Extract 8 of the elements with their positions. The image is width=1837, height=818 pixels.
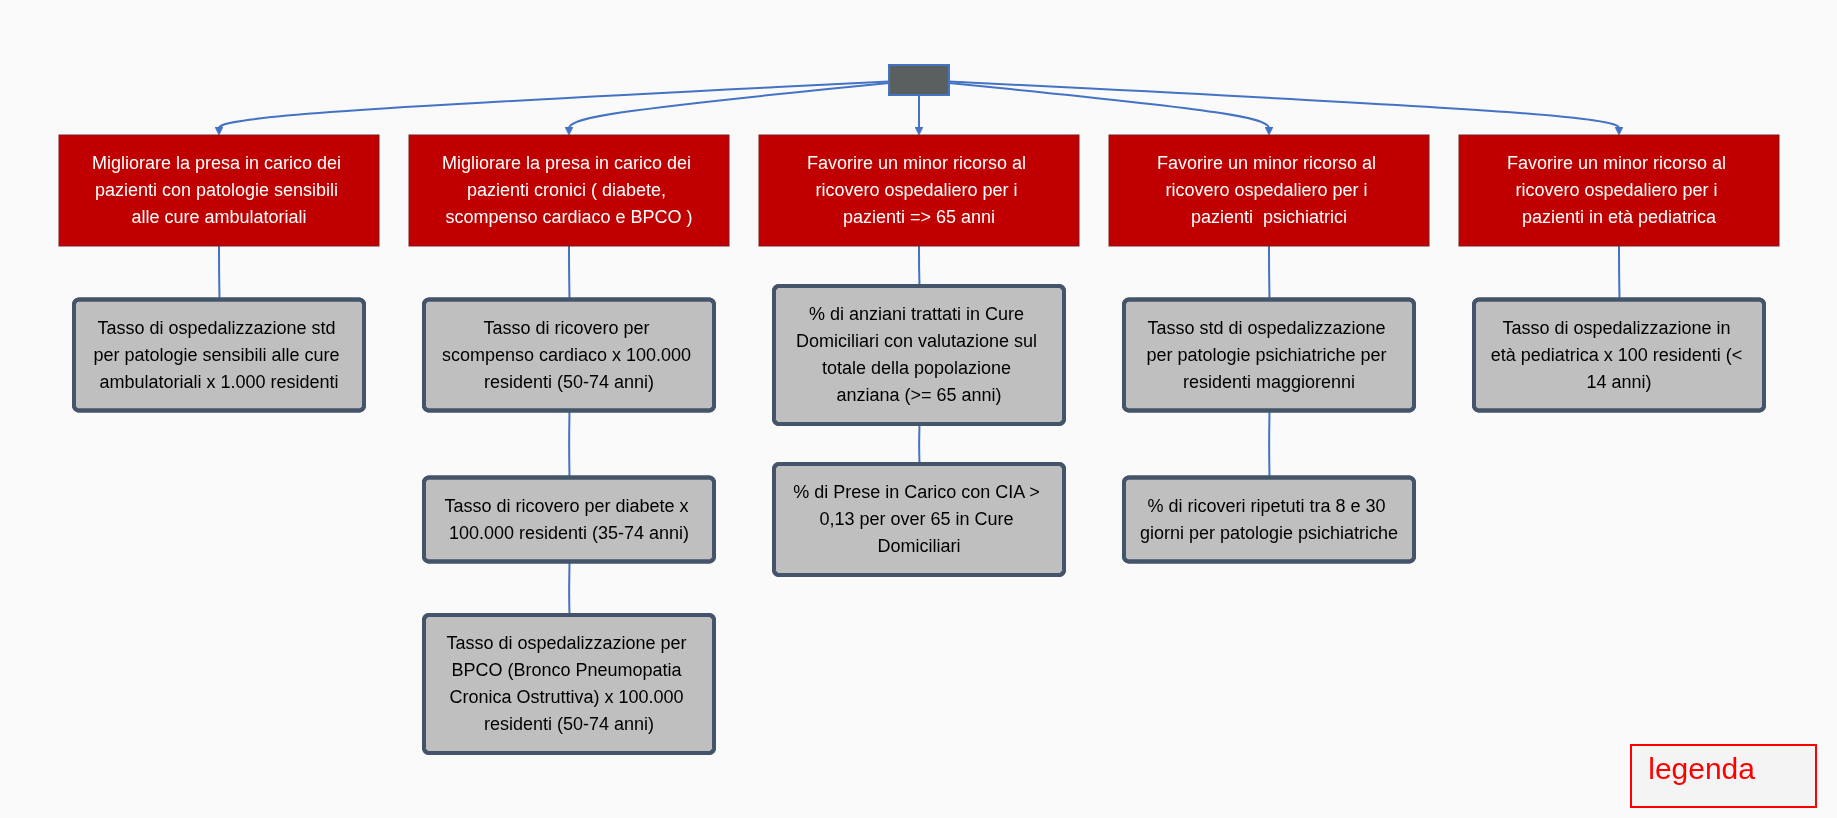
node-box: Favorire un minor ricorso al ricovero ospedaliero per i pazienti => 65 anni xyxy=(758,134,1079,247)
node-box: Favorire un minor ricorso al ricovero ospedaliero per i pazienti in età pediatrica xyxy=(1458,134,1779,247)
legend-heading: legenda xyxy=(1630,744,1817,808)
node-box: Favorire un minor ricorso al ricovero ospedaliero per i pazienti psichiatrici xyxy=(1108,134,1429,247)
node-box: Migliorare la presa in carico dei pazienti con patologie sensibili alle cure ambulatoriali xyxy=(58,134,379,247)
node-box: Migliorare la presa in carico dei pazienti cronici ( diabete, scompenso cardiaco e BPCO ) xyxy=(408,134,729,247)
arrow xyxy=(914,94,923,136)
node-box xyxy=(887,64,950,96)
